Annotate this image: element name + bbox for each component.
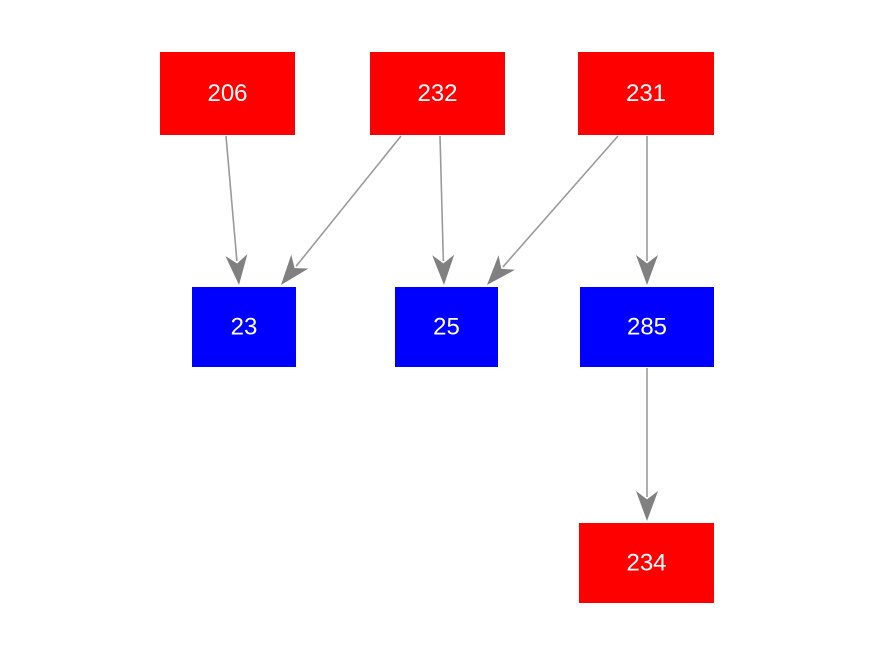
edge-231-to-285 <box>636 136 658 285</box>
edge-line <box>295 135 402 267</box>
edge-232-to-25 <box>432 135 455 285</box>
node-label: 23 <box>231 313 258 340</box>
node-285[interactable]: 285 <box>580 287 714 367</box>
edge-line <box>502 135 619 268</box>
node-label: 285 <box>627 313 667 340</box>
nodes-layer: 206 232 231 23 25 285 234 <box>160 52 714 603</box>
edges-layer <box>225 135 658 521</box>
node-label: 234 <box>626 549 666 576</box>
node-232[interactable]: 232 <box>370 52 505 135</box>
edge-232-to-23 <box>281 135 402 285</box>
node-25[interactable]: 25 <box>395 287 498 367</box>
node-234[interactable]: 234 <box>579 523 714 603</box>
node-231[interactable]: 231 <box>578 52 714 135</box>
node-206[interactable]: 206 <box>160 52 295 135</box>
node-box[interactable] <box>395 287 498 367</box>
edge-arrowhead-icon <box>281 254 309 285</box>
edge-arrowhead-icon <box>432 254 455 285</box>
edge-231-to-25 <box>487 135 619 285</box>
node-box[interactable] <box>580 287 714 367</box>
node-box[interactable] <box>370 52 505 135</box>
edge-arrowhead-icon <box>487 255 516 285</box>
node-box[interactable] <box>160 52 295 135</box>
node-23[interactable]: 23 <box>192 287 296 367</box>
edge-206-to-23 <box>225 135 248 285</box>
edge-285-to-234 <box>636 368 658 521</box>
edge-arrowhead-icon <box>636 255 658 285</box>
node-label: 232 <box>417 80 457 107</box>
node-box[interactable] <box>578 52 714 135</box>
node-label: 231 <box>626 80 666 107</box>
node-box[interactable] <box>192 287 296 367</box>
edge-line <box>439 135 445 262</box>
node-label: 25 <box>433 313 460 340</box>
node-box[interactable] <box>579 523 714 603</box>
edge-line <box>225 135 238 262</box>
node-label: 206 <box>207 80 247 107</box>
edge-arrowhead-icon <box>636 491 658 521</box>
edge-arrowhead-icon <box>225 254 248 285</box>
